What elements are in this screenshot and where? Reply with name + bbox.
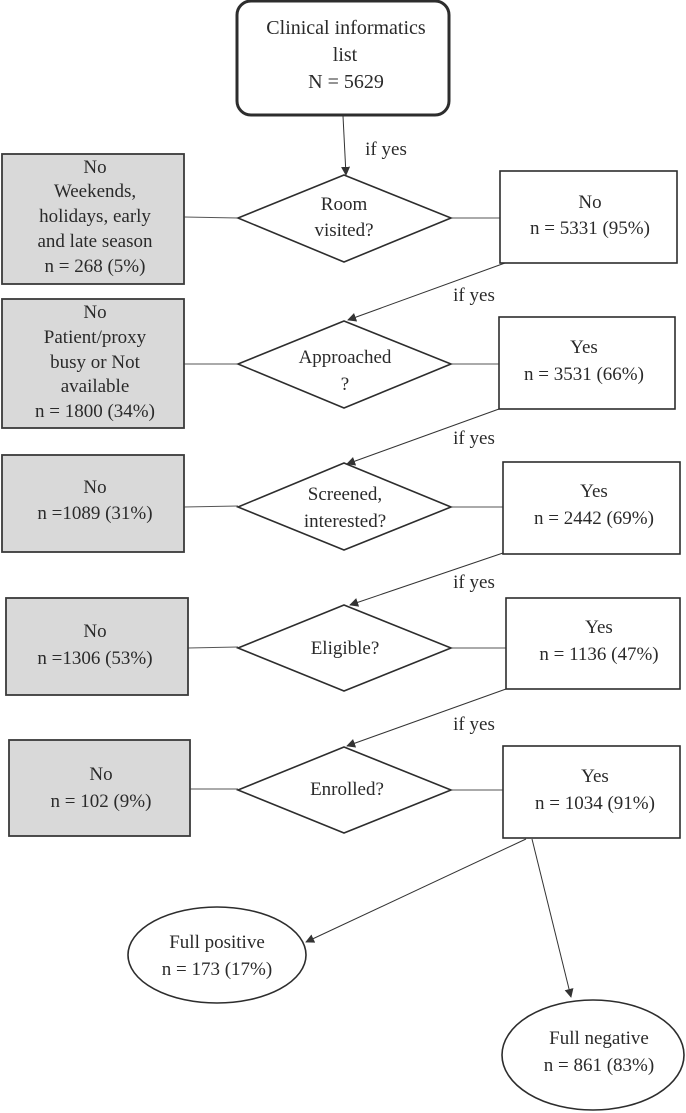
excluded-count: n = 1800 (34%): [35, 401, 155, 422]
result-label: Yes: [580, 481, 608, 502]
excluded-text: Patient/proxy: [44, 327, 147, 348]
excluded-text: and late season: [37, 231, 153, 252]
decision-label: interested?: [304, 511, 386, 532]
excluded-text: No: [83, 302, 106, 323]
result-count: n = 3531 (66%): [524, 364, 644, 385]
result-count: n = 2442 (69%): [534, 508, 654, 529]
link-eligible-left: [187, 646, 239, 649]
result-label: Yes: [585, 617, 613, 638]
excluded-count: n =1306 (53%): [37, 648, 152, 669]
step-eligible: No n =1306 (53%) Eligible? Yes n = 1136 …: [5, 597, 681, 696]
decision-label: ?: [341, 374, 349, 395]
excluded-text: holidays, early: [39, 206, 151, 227]
outcome-count: n = 173 (17%): [162, 959, 272, 980]
decision-label: Room: [321, 194, 368, 215]
excluded-text: available: [61, 376, 130, 397]
excluded-count: n =1089 (31%): [37, 503, 152, 524]
decision-label: Approached: [299, 347, 392, 368]
excluded-text: No: [89, 764, 112, 785]
result-count: n = 1136 (47%): [539, 644, 658, 665]
result-count: n = 5331 (95%): [530, 218, 650, 239]
outcome-label: Full positive: [169, 932, 265, 953]
arrow-no-to-approached: [347, 262, 506, 322]
decision-eligible: [235, 604, 454, 692]
decision-enrolled: [235, 746, 454, 834]
excluded-box-eligible: [5, 597, 189, 696]
decision-label: visited?: [314, 220, 373, 241]
decision-label: Enrolled?: [310, 779, 384, 800]
outcome-full-positive: Full positive n = 173 (17%): [127, 906, 307, 1004]
excluded-text: Weekends,: [54, 181, 136, 202]
result-box-screened: [502, 461, 681, 555]
if-yes-label-4: if yes: [453, 714, 495, 735]
result-box-enrolled: [502, 745, 681, 839]
excluded-box-enrolled: [8, 739, 191, 837]
decision-room-visited: [235, 174, 454, 263]
decision-approached: [235, 320, 454, 409]
excluded-text: busy or Not: [50, 352, 140, 373]
if-yes-label-2: if yes: [453, 428, 495, 449]
if-yes-label-start: if yes: [365, 139, 407, 160]
connectors: [183, 115, 574, 998]
link-room-visited-left: [183, 216, 239, 219]
start-line: list: [333, 44, 358, 66]
step-approached: No Patient/proxy busy or Not available n…: [1, 298, 676, 429]
outcome-full-negative: Full negative n = 861 (83%): [501, 999, 685, 1111]
decision-screened-interested: [235, 462, 454, 551]
step-enrolled: No n = 102 (9%) Enrolled? Yes n = 1034 (…: [8, 739, 681, 839]
excluded-text: No: [83, 157, 106, 178]
start-count: N = 5629: [308, 71, 384, 93]
result-box-room-visited: [499, 170, 678, 264]
result-count: n = 1034 (91%): [535, 793, 655, 814]
excluded-text: No: [83, 477, 106, 498]
excluded-box-approached: [1, 298, 185, 429]
excluded-count: n = 102 (9%): [51, 791, 152, 812]
decision-label: Screened,: [308, 484, 382, 505]
result-box-approached: [498, 316, 676, 410]
outcome-ellipse: [501, 999, 685, 1111]
outcome-ellipse: [127, 906, 307, 1004]
start-line: Clinical informatics: [266, 17, 426, 39]
link-screened-left: [183, 505, 239, 508]
outcome-count: n = 861 (83%): [544, 1055, 654, 1076]
arrow-yes-to-enrolled: [346, 688, 507, 748]
step-screened: No n =1089 (31%) Screened, interested? Y…: [1, 454, 681, 555]
if-yes-label-1: if yes: [453, 285, 495, 306]
result-label: Yes: [581, 766, 609, 787]
excluded-box-room-visited: [1, 153, 185, 285]
result-label: No: [578, 192, 601, 213]
arrow-yes-to-screened: [346, 408, 500, 466]
if-yes-label-3: if yes: [453, 572, 495, 593]
result-label: Yes: [570, 337, 598, 358]
decision-label: Eligible?: [311, 638, 380, 659]
arrow-to-full-negative: [531, 838, 574, 998]
start-box: Clinical informatics list N = 5629: [235, 0, 451, 117]
result-box-eligible: [505, 597, 681, 690]
arrow-yes-to-eligible: [349, 552, 504, 607]
outcome-label: Full negative: [549, 1028, 649, 1049]
step-room-visited: No Weekends, holidays, early and late se…: [1, 153, 678, 285]
excluded-text: No: [83, 621, 106, 642]
excluded-count: n = 268 (5%): [45, 256, 146, 277]
arrow-start-to-room-visited: [341, 115, 351, 176]
excluded-box-screened: [1, 454, 185, 553]
arrow-to-full-positive: [305, 838, 527, 943]
